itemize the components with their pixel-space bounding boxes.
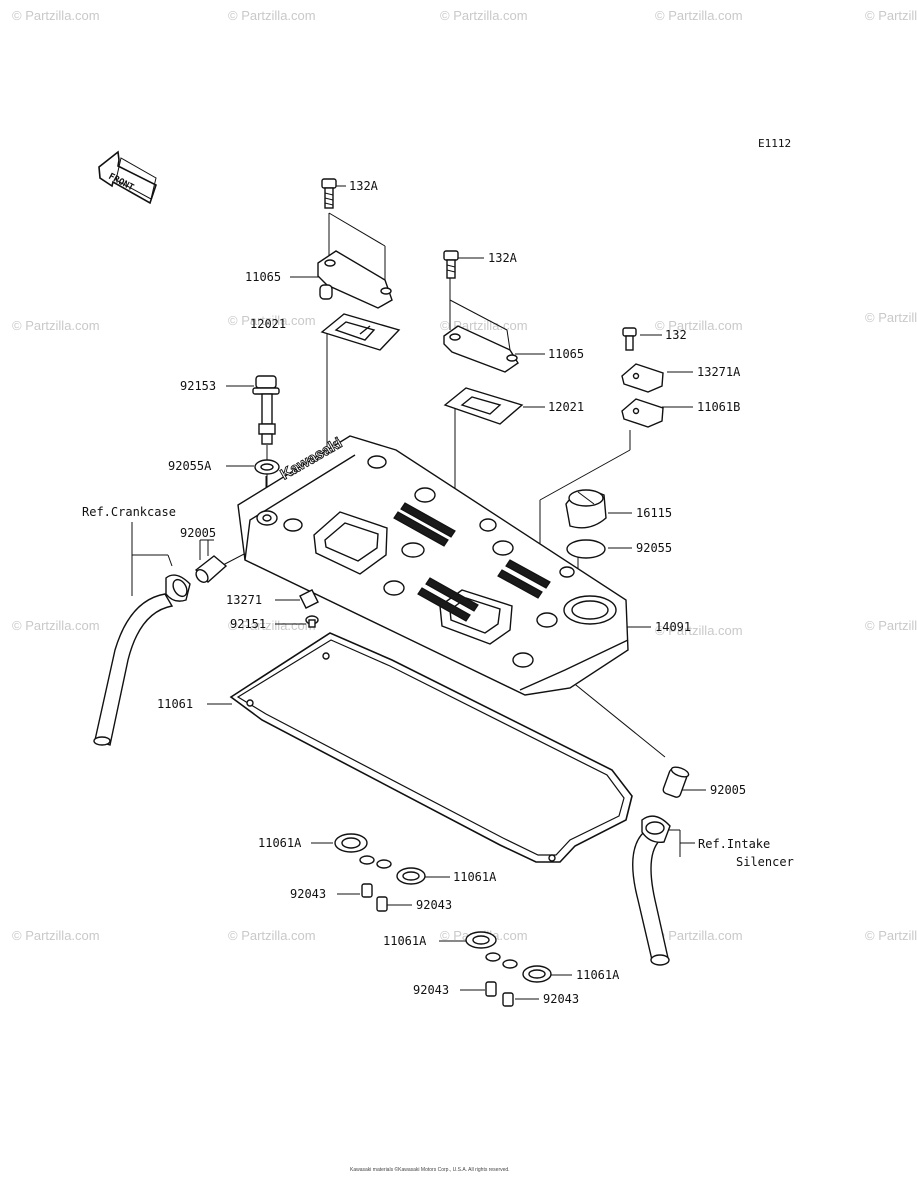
label-13271a: 13271A <box>697 365 741 379</box>
watermark-text: © Partzilla.com <box>655 928 743 943</box>
nipple-92005-left <box>194 555 228 583</box>
gasket-12021-right <box>443 387 524 425</box>
label-14091: 14091 <box>655 620 691 634</box>
watermark-text: © Partzilla.com <box>228 928 316 943</box>
label-132a-mid: 132A <box>488 251 518 265</box>
watermark-text: © Partzilla.com <box>865 310 917 325</box>
label-132: 132 <box>665 328 687 342</box>
watermark-text: © Partzilla.com <box>440 8 528 23</box>
hose-crankcase <box>93 574 191 746</box>
bolt-132a-top <box>321 178 337 209</box>
watermarks: © Partzilla.com © Partzilla.com © Partzi… <box>12 8 917 943</box>
bolt-92153 <box>252 375 280 445</box>
part-labels: 132A 11065 12021 132A 11065 12021 132 13… <box>157 179 746 1006</box>
plate-13271a <box>621 363 664 393</box>
label-92043-2: 92043 <box>416 898 452 912</box>
label-92055a: 92055A <box>168 459 212 473</box>
label-92005-right: 92005 <box>710 783 746 797</box>
watermark-text: © Partzilla.com <box>12 618 100 633</box>
label-11061b: 11061B <box>697 400 740 414</box>
label-11061a-1: 11061A <box>258 836 302 850</box>
screw-92151 <box>305 615 319 628</box>
label-92043-4: 92043 <box>543 992 579 1006</box>
watermark-text: © Partzilla.com <box>12 928 100 943</box>
breather-cover-right <box>443 325 519 373</box>
grommet-set-1 <box>334 833 426 912</box>
label-11061a-4: 11061A <box>576 968 620 982</box>
watermark-text: © Partzilla.com <box>12 8 100 23</box>
watermark-text: © Partzilla.com <box>655 8 743 23</box>
label-12021-right: 12021 <box>548 400 584 414</box>
label-92043-3: 92043 <box>413 983 449 997</box>
nipple-92005-right <box>662 766 690 798</box>
gasket-11061b <box>621 398 664 428</box>
hose-intake <box>632 815 671 966</box>
watermark-text: © Partzilla.com <box>865 8 917 23</box>
watermark-text: © Partzilla.com <box>655 623 743 638</box>
label-13271: 13271 <box>226 593 262 607</box>
watermark-text: © Partzilla.com <box>865 928 917 943</box>
label-92043-1: 92043 <box>290 887 326 901</box>
label-132a-top: 132A <box>349 179 379 193</box>
watermark-text: © Partzilla.com <box>228 8 316 23</box>
watermark-text: © Partzilla.com <box>655 318 743 333</box>
label-92151: 92151 <box>230 617 266 631</box>
label-11065-right: 11065 <box>548 347 584 361</box>
copyright-line-1: Kawasaki materials ©Kawasaki Motors Corp… <box>350 1166 510 1173</box>
label-11065-left: 11065 <box>245 270 281 284</box>
grommet-set-2 <box>465 931 552 1007</box>
bolt-132 <box>622 327 637 351</box>
ref-crankcase: Ref.Crankcase <box>82 505 176 519</box>
breather-cover-left <box>317 250 393 309</box>
watermark-text: © Partzilla.com <box>228 618 316 633</box>
label-92005-left: 92005 <box>180 526 216 540</box>
label-11061: 11061 <box>157 697 193 711</box>
head-cover-14091: Kawasaki <box>237 434 629 696</box>
label-11061a-3: 11061A <box>383 934 427 948</box>
washer-92055a <box>254 459 280 475</box>
front-arrow-icon: FRONT <box>98 150 157 205</box>
gasket-11061 <box>229 632 633 863</box>
bolt-132a-mid <box>443 250 459 279</box>
oil-cap-16115 <box>565 489 607 529</box>
ref-intake-line1: Ref.Intake <box>698 837 770 851</box>
bracket-13271 <box>299 589 319 609</box>
label-16115: 16115 <box>636 506 672 520</box>
watermark-text: © Partzilla.com <box>865 618 917 633</box>
watermark-text: © Partzilla.com <box>12 318 100 333</box>
gasket-12021-left <box>320 313 401 351</box>
label-11061a-2: 11061A <box>453 870 497 884</box>
watermark-text: © Partzilla.com <box>228 313 316 328</box>
label-92153: 92153 <box>180 379 216 393</box>
label-12021-left: 12021 <box>250 317 286 331</box>
oring-92055 <box>566 539 606 559</box>
label-92055: 92055 <box>636 541 672 555</box>
ref-intake-line2: Silencer <box>736 855 794 869</box>
diagram-code: E1112 <box>758 137 791 150</box>
